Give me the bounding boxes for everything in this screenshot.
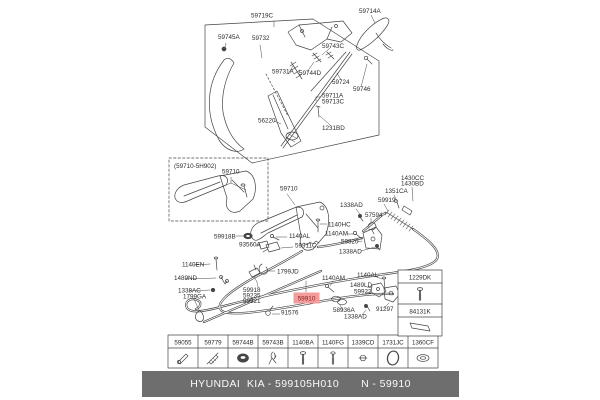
legend-code-1339cd[interactable]: 1339CD [352, 340, 375, 347]
callout-59919[interactable]: 59919 [378, 197, 396, 204]
callout-59713c[interactable]: 59713C [322, 99, 345, 106]
bolt-icon [417, 287, 423, 301]
callout-59724[interactable]: 59724 [332, 79, 350, 86]
legend-code-1140fg[interactable]: 1140FG [322, 340, 344, 347]
highlighted-part[interactable]: 59910 [293, 292, 320, 304]
callout-57594[interactable]: 57594 [365, 212, 383, 219]
callout-subassembly-code[interactable]: (59710-5H902) [174, 163, 216, 170]
callout-labels: 59719C 59714A 59745A 59732 59743C 59731A… [174, 8, 425, 321]
callout-59710-2[interactable]: 59710 [280, 186, 298, 193]
callout-1338ad-3[interactable]: 1338AD [344, 314, 367, 321]
top-assembly-drawing [209, 17, 394, 152]
callout-91297[interactable]: 91297 [376, 306, 394, 313]
grommet-icon [237, 353, 249, 363]
callout-59920[interactable]: 59920 [341, 239, 359, 246]
side-code-1229dk[interactable]: 1229DK [409, 275, 432, 282]
callout-91576[interactable]: 91576 [281, 310, 299, 317]
legend-code-59744b[interactable]: 59744B [232, 340, 253, 347]
lever-assembly-drawing [174, 170, 383, 251]
callout-59918[interactable]: 59918 [243, 287, 261, 294]
callout-1799ga[interactable]: 1799GA [183, 294, 207, 301]
callout-1338ac[interactable]: 1338AC [178, 288, 201, 295]
retainer-clip-icon [268, 351, 277, 365]
pin-icon [177, 353, 189, 365]
footer-reference-number: N - 59910 [361, 378, 411, 390]
callout-1351ca[interactable]: 1351CA [385, 188, 409, 195]
footer-brand-and-code: HYUNDAI KIA - 599105H010 [190, 378, 340, 390]
clip-pin-icon [206, 352, 219, 365]
callout-59711a[interactable]: 59711A [322, 93, 344, 100]
legend-table-headers: 59055 59779 59744B 59743B 1140BA 1140FG … [174, 275, 434, 347]
callout-1140al-2[interactable]: 1140AL [357, 272, 379, 279]
callout-58936a[interactable]: 58936A [333, 307, 356, 314]
callout-59746[interactable]: 59746 [353, 86, 371, 93]
footer-bar: HYUNDAI KIA - 599105H010 N - 59910 [142, 371, 459, 397]
legend-code-59743b[interactable]: 59743B [262, 340, 283, 347]
callout-1140en[interactable]: 1140EN [182, 262, 205, 269]
highlighted-part-label[interactable]: 59910 [298, 296, 316, 303]
callout-1430bd[interactable]: 1430BD [401, 181, 424, 188]
callout-1799jd[interactable]: 1799JD [277, 269, 299, 276]
callout-1140al[interactable]: 1140AL [289, 233, 311, 240]
highlight-box[interactable] [293, 292, 320, 304]
callout-1231bd[interactable]: 1231BD [322, 125, 345, 132]
callout-59719c[interactable]: 59719C [251, 13, 274, 20]
fastener-drawings [195, 46, 401, 322]
cable-linework [185, 205, 439, 324]
legend-code-1731jc[interactable]: 1731JC [382, 340, 404, 347]
callout-1140hc[interactable]: 1140HC [328, 222, 351, 229]
callout-59921[interactable]: 59921 [243, 298, 261, 305]
o-ring-icon [386, 350, 400, 366]
leader-lines [184, 14, 414, 316]
callout-59714a[interactable]: 59714A [359, 8, 382, 15]
diagram-linework [167, 14, 443, 369]
callout-1338ad[interactable]: 1338AD [340, 202, 363, 209]
callout-59918b[interactable]: 59918B [214, 234, 236, 241]
callout-59743c[interactable]: 59743C [322, 43, 345, 50]
legend-code-1140ba[interactable]: 1140BA [292, 340, 314, 347]
callout-59710[interactable]: 59710 [222, 169, 240, 176]
legend-code-1360cf[interactable]: 1360CF [412, 340, 434, 347]
callout-59911c[interactable]: 59911C [295, 243, 317, 250]
nut-icon [358, 354, 368, 362]
callout-59732[interactable]: 59732 [252, 35, 270, 42]
callout-59922[interactable]: 59922 [354, 289, 372, 296]
callout-1489nd[interactable]: 1489ND [174, 275, 198, 282]
legend-code-59779[interactable]: 59779 [204, 340, 222, 347]
top-assembly-outline [204, 18, 380, 164]
legend-table-icons [177, 287, 431, 366]
callout-59235[interactable]: 59235 [243, 293, 261, 300]
legend-code-59055[interactable]: 59055 [174, 340, 192, 347]
callout-59745a[interactable]: 59745A [218, 34, 241, 41]
callout-93560a[interactable]: 93560A [239, 242, 262, 249]
callout-56220[interactable]: 56220 [258, 118, 276, 125]
bolt-icon [300, 351, 306, 365]
subassembly-dashed-box [168, 157, 269, 222]
callout-1489ld[interactable]: 1489LD [350, 282, 373, 289]
bolt-icon [330, 351, 336, 365]
callout-1140am[interactable]: 1140AM [325, 231, 348, 238]
callout-1140am-2[interactable]: 1140AM [322, 275, 345, 282]
callout-1430cc[interactable]: 1430CC [401, 175, 425, 182]
shim-plate-icon [409, 322, 431, 332]
side-code-84131k[interactable]: 84131K [409, 309, 431, 316]
callout-1338ad-2[interactable]: 1338AD [339, 249, 362, 256]
washer-icon [416, 354, 430, 362]
callout-59744d[interactable]: 59744D [299, 70, 322, 77]
callout-59731a[interactable]: 59731A [272, 69, 295, 76]
